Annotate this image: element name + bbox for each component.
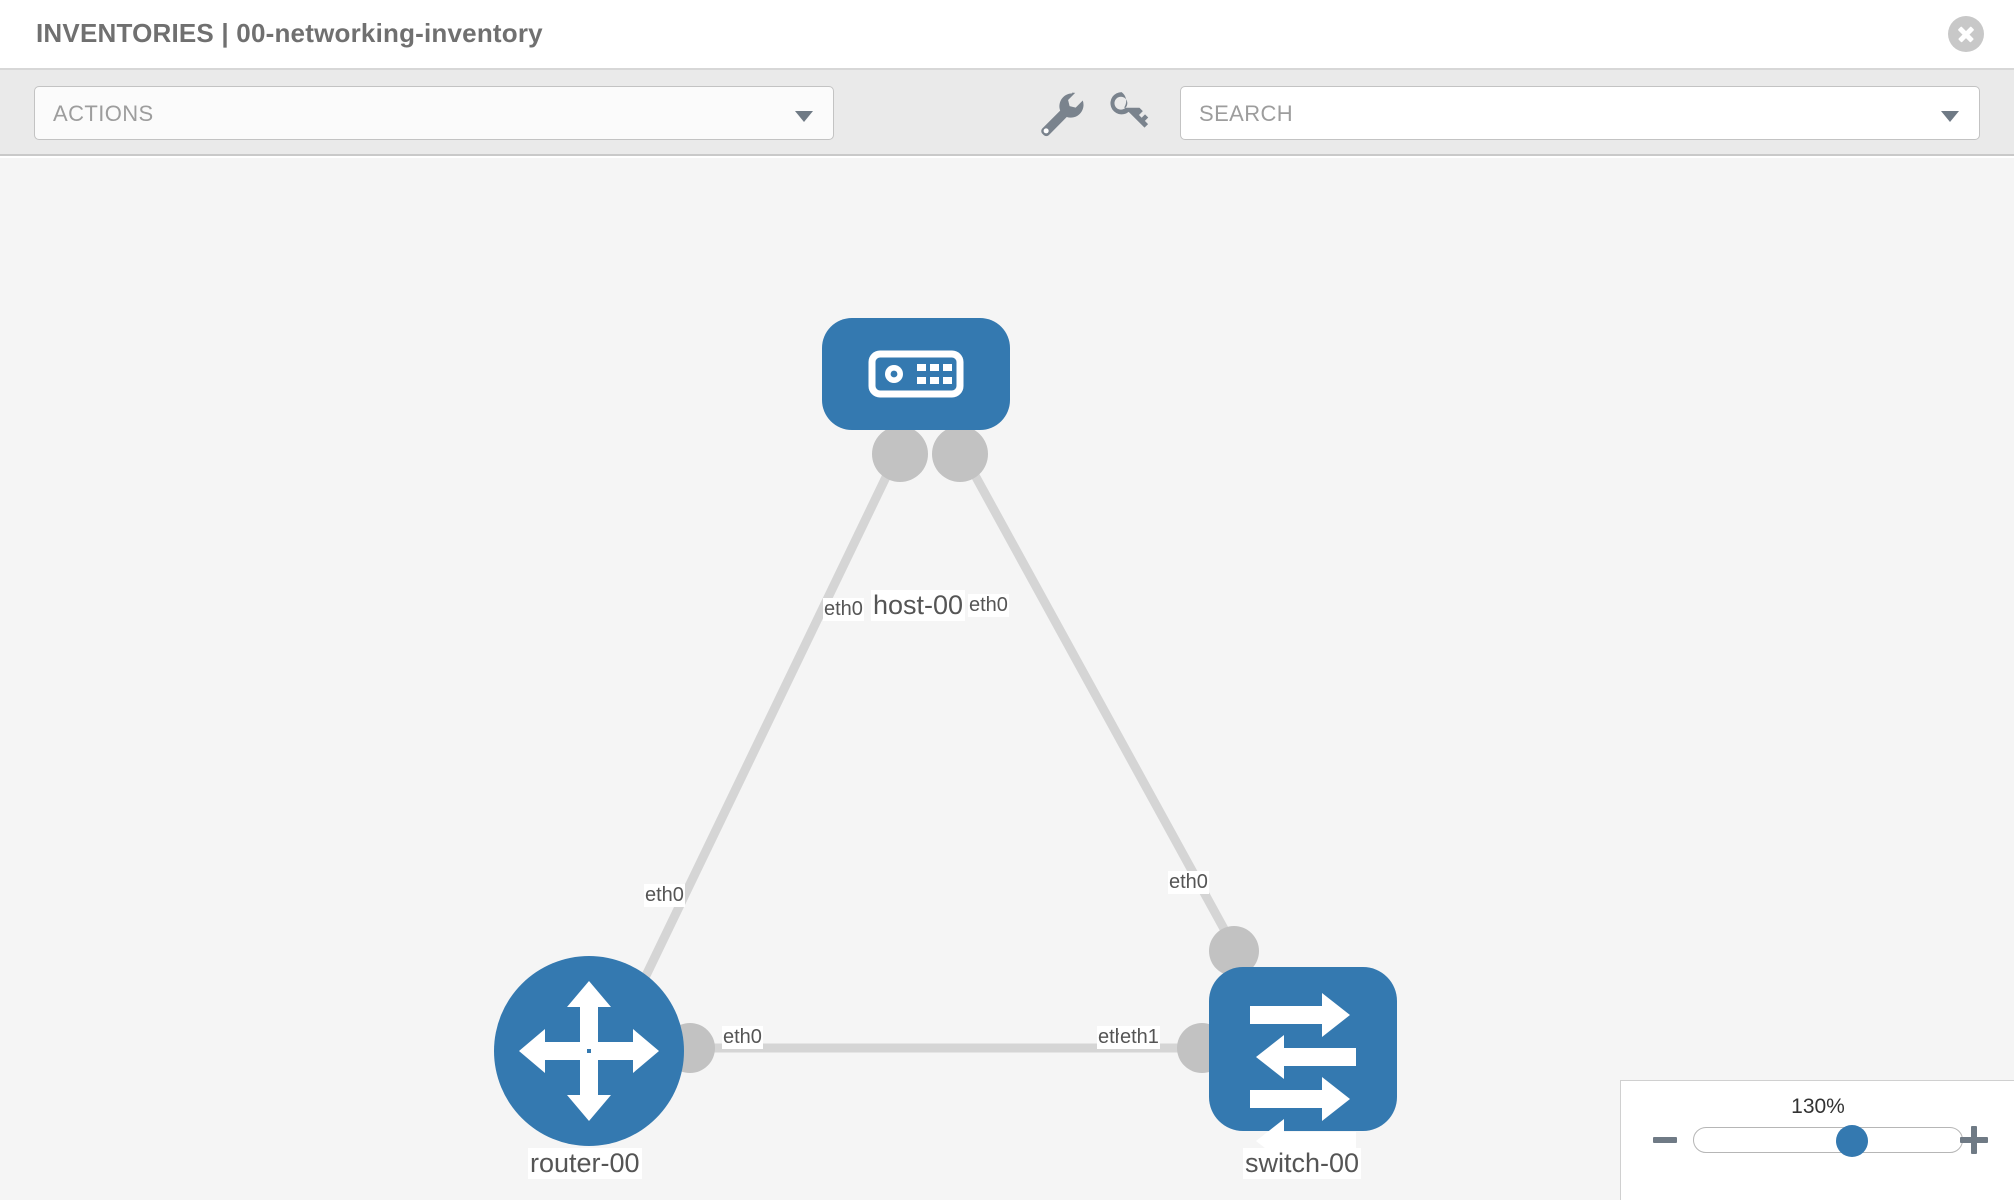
- plus-icon[interactable]: [1960, 1126, 1988, 1154]
- port-host-eth0-right[interactable]: [932, 426, 988, 482]
- iface-label: eth0: [1168, 871, 1209, 894]
- page-title: INVENTORIES | 00-networking-inventory: [36, 18, 543, 48]
- link-host-router[interactable]: [635, 446, 905, 990]
- page-header: INVENTORIES | 00-networking-inventory: [0, 0, 2014, 70]
- toolbar: ACTIONS SEARCH: [0, 70, 2014, 156]
- node-label-switch-00: switch-00: [1243, 1148, 1362, 1179]
- iface-label: eth0: [722, 1026, 763, 1049]
- iface-label: eth0: [968, 594, 1009, 617]
- node-label-host-00: host-00: [871, 590, 966, 621]
- topology-canvas[interactable]: eth0 eth0 eth0 eth0 eth0 eth eth1 host-0…: [0, 158, 2014, 1200]
- node-label-router-00: router-00: [528, 1148, 642, 1179]
- zoom-level-value: 130%: [1791, 1095, 1845, 1118]
- port-switch-eth0[interactable]: [1209, 926, 1259, 976]
- zoom-control-panel: 130%: [1620, 1080, 2014, 1200]
- actions-dropdown[interactable]: ACTIONS: [34, 86, 834, 140]
- iface-label: eth0: [644, 884, 685, 907]
- iface-label: eth0: [823, 598, 864, 621]
- iface-label: eth1: [1119, 1026, 1160, 1049]
- router-arrows-icon: [519, 981, 659, 1121]
- topology-links: [635, 445, 1244, 1053]
- key-icon[interactable]: [1102, 86, 1156, 140]
- actions-dropdown-label: ACTIONS: [53, 101, 154, 126]
- topology-graph: [494, 318, 1397, 1163]
- node-switch-00[interactable]: [1209, 967, 1397, 1163]
- port-host-eth0-left[interactable]: [872, 426, 928, 482]
- chevron-down-icon: [1941, 111, 1959, 122]
- minus-icon[interactable]: [1653, 1137, 1677, 1143]
- zoom-slider-handle[interactable]: [1836, 1125, 1868, 1157]
- server-icon: [868, 350, 964, 398]
- wrench-icon[interactable]: [1034, 86, 1088, 140]
- node-host-00[interactable]: [822, 318, 1010, 430]
- chevron-down-icon: [795, 111, 813, 122]
- node-router-00[interactable]: [494, 956, 684, 1146]
- search-input[interactable]: SEARCH: [1180, 86, 1980, 140]
- zoom-slider[interactable]: [1693, 1125, 1963, 1157]
- search-placeholder: SEARCH: [1199, 101, 1294, 126]
- close-icon[interactable]: [1948, 16, 1984, 52]
